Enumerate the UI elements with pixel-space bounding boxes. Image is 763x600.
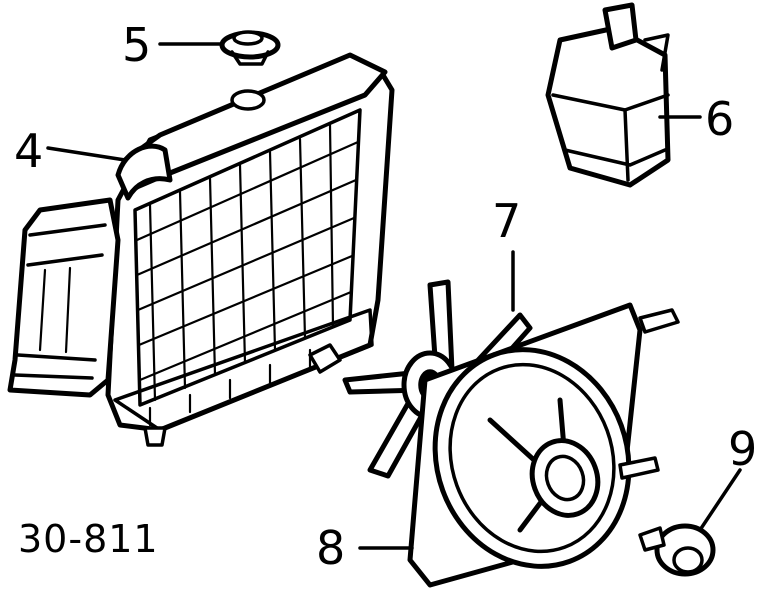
fan-shroud bbox=[407, 302, 680, 588]
callout-6: 6 bbox=[705, 92, 735, 146]
callout-8: 8 bbox=[316, 521, 346, 575]
leader-lines bbox=[46, 42, 742, 550]
expansion-tank bbox=[545, 2, 671, 188]
air-duct bbox=[7, 197, 121, 398]
radiator-cap bbox=[219, 30, 281, 66]
diagram-code: 30-811 bbox=[18, 517, 159, 561]
callout-5: 5 bbox=[122, 18, 152, 72]
callout-7: 7 bbox=[492, 194, 522, 248]
callout-4: 4 bbox=[14, 124, 44, 178]
thermo-switch bbox=[638, 523, 716, 577]
radiator bbox=[105, 52, 395, 447]
callout-9: 9 bbox=[728, 422, 758, 476]
